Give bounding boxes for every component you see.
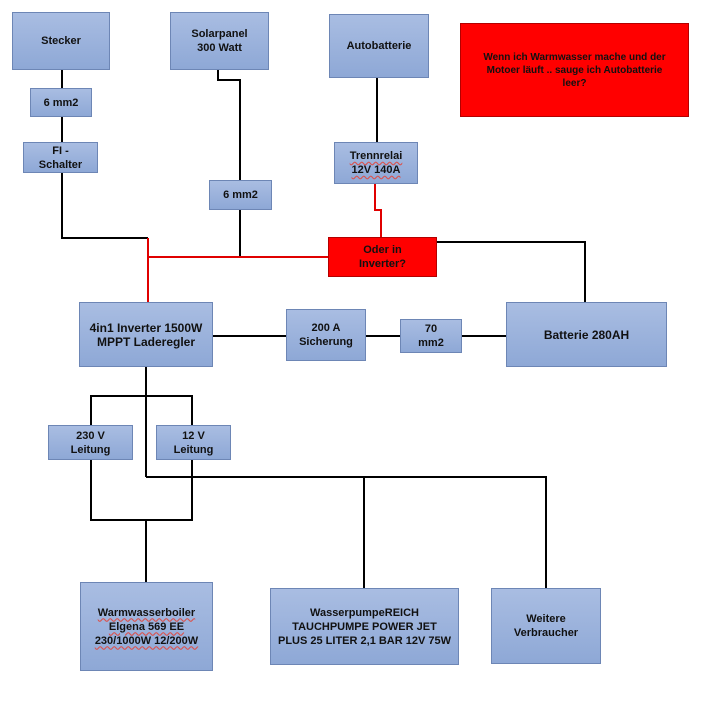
question-note: Wenn ich Warmwasser mache und der Motoer… (460, 23, 689, 117)
batterie-box: Batterie 280AH (506, 302, 667, 367)
oder-inverter-box: Oder in Inverter? (328, 237, 437, 277)
alt-wire-main (147, 238, 328, 258)
stecker-box: Stecker (12, 12, 110, 70)
sicherung-box: 200 A Sicherung (286, 309, 366, 361)
wire-12-boiler (146, 460, 193, 521)
wire-oder-batterie (436, 241, 586, 302)
alt-wire-relai (374, 184, 382, 237)
cable-solar-box: 6 mm2 (209, 180, 272, 210)
fi-schalter-box: FI - Schalter (23, 142, 98, 173)
autobatterie-box: Autobatterie (329, 14, 429, 78)
cable-battery-box: 70 mm2 (400, 319, 462, 353)
trennrelai-box: Trennrelai 12V 140A (334, 142, 418, 184)
verbraucher-box: Weitere Verbraucher (491, 588, 601, 664)
pumpe-box: WasserpumpeREICH TAUCHPUMPE POWER JET PL… (270, 588, 459, 665)
wire-bus (146, 476, 547, 588)
boiler-box: Warmwasserboiler Elgena 569 EE 230/1000W… (80, 582, 213, 671)
wire-solar-cable (217, 70, 241, 180)
wire-split (90, 395, 193, 425)
solarpanel-box: Solarpanel 300 Watt (170, 12, 269, 70)
leitung-12-box: 12 V Leitung (156, 425, 231, 460)
wire-230-boiler (90, 460, 146, 521)
wire-fi-main (61, 172, 148, 239)
cable-stecker-box: 6 mm2 (30, 88, 92, 117)
inverter-box: 4in1 Inverter 1500W MPPT Laderegler (79, 302, 213, 367)
leitung-230-box: 230 V Leitung (48, 425, 133, 460)
